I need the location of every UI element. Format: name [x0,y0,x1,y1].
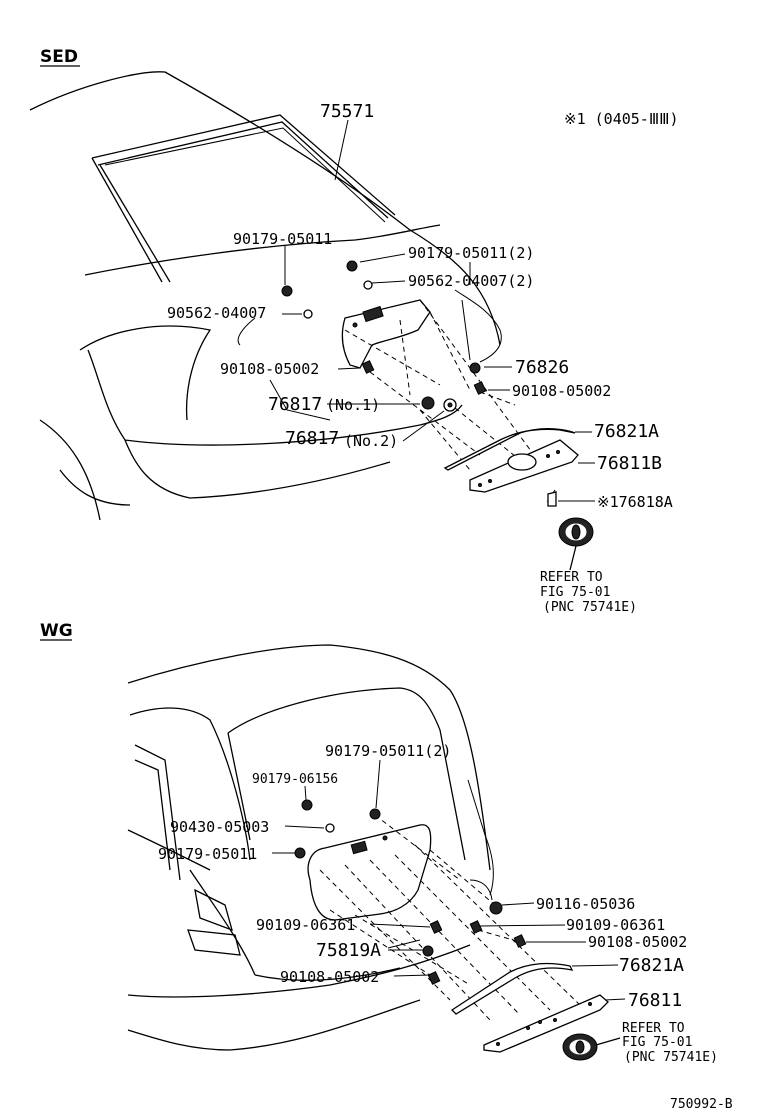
wg-section-label: WG [40,621,73,641]
nut-icon [369,808,381,820]
label-90179-05011: 90179-05011 [233,230,332,248]
washer-icon [325,823,335,833]
label-90179-06156: 90179-06156 [252,772,338,787]
label-90109-06361-right: 90109-06361 [566,916,665,934]
label-90179-05011: 90179-05011 [158,845,257,863]
sed-section-label: SED [40,47,78,67]
nut-icon [301,799,313,811]
label-76821a: 76821A [619,955,684,976]
sed-trunk-garnish-bracket [341,299,431,369]
label-90562-04007-2: 90562-04007(2) [408,272,534,290]
wg-fasteners [294,799,527,985]
label-76817-no1: 76817 [268,394,322,415]
label-90179-05011-2: 90179-05011(2) [325,742,451,760]
sed-refer-line3: (PNC 75741E) [543,600,637,615]
label-76817-no1-suffix: (No.1) [326,396,380,414]
clip-icon [427,971,441,985]
nut-icon [469,362,481,374]
sed-section: SED [29,47,679,615]
label-note-1: ※1 (0405-ⅢⅢ) [564,110,679,128]
label-76826: 76826 [515,357,569,378]
wg-refer-line2: FIG 75-01 [622,1035,692,1050]
nut-icon [294,847,306,859]
nut-icon [281,285,293,297]
screw-icon [469,920,483,934]
label-90108-05002-right: 90108-05002 [512,382,611,400]
wagon-body-outline [127,644,494,1051]
wg-refer-line1: REFER TO [622,1021,685,1036]
label-75819a: 75819A [316,940,381,961]
label-176818a: ※176818A [597,493,673,511]
label-76811b: 76811B [597,453,662,474]
label-75571: 75571 [320,101,374,122]
clip-icon [473,381,487,395]
nut-icon [346,260,358,272]
label-76821a: 76821A [594,421,659,442]
sedan-body-outline [29,71,502,521]
label-90108-05002-left: 90108-05002 [220,360,319,378]
wg-license-garnish [450,962,609,1053]
washer-icon [363,280,373,290]
washer-icon [303,309,313,319]
label-76811: 76811 [628,990,682,1011]
label-76817-no2: 76817 [285,428,339,449]
diagram-code: 750992-B [670,1097,733,1112]
label-90108-05002-right: 90108-05002 [588,933,687,951]
label-90179-05011-2: 90179-05011(2) [408,244,534,262]
label-90430-05003: 90430-05003 [170,818,269,836]
label-90116-05036: 90116-05036 [536,895,635,913]
wg-emblem-icon [562,1033,621,1061]
wg-leader-lines [272,759,626,1001]
grommet-icon [421,396,435,410]
sed-refer-line2: FIG 75-01 [540,585,610,600]
sed-fasteners [281,260,487,412]
cap-icon [547,491,557,507]
label-90562-04007: 90562-04007 [167,304,266,322]
label-90109-06361-left: 90109-06361 [256,916,355,934]
sed-emblem-icon [558,517,594,571]
nut-icon [489,901,503,915]
rear-window-molding [91,114,396,283]
screw-icon [429,920,443,934]
grommet-icon [422,945,434,957]
sed-refer-line1: REFER TO [540,570,603,585]
sed-leader-lines [237,119,595,502]
wg-section: WG [40,621,718,1065]
clip-icon [513,934,527,948]
wg-back-door-garnish [307,824,432,921]
sed-license-garnish [443,428,579,507]
wg-refer-line3: (PNC 75741E) [624,1050,718,1065]
clip-icon [361,360,375,374]
label-76817-no2-suffix: (No.2) [344,432,398,450]
label-90108-05002-left: 90108-05002 [280,968,379,986]
